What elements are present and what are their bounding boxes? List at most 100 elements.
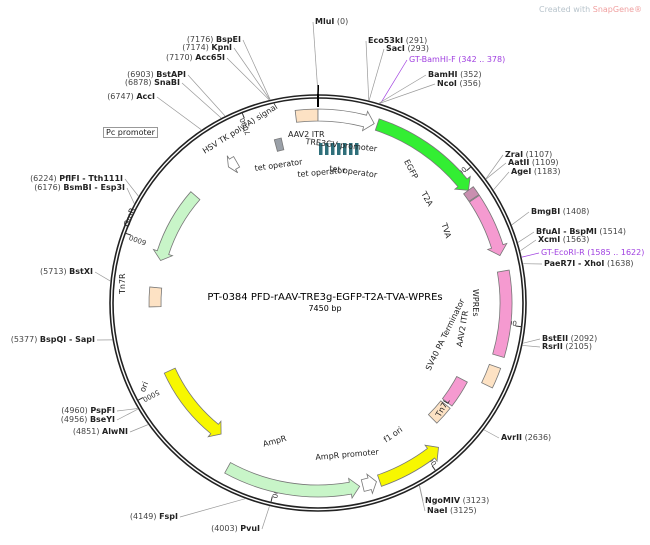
site-name: PaeR7I - XhoI	[544, 259, 605, 268]
restriction-site-label[interactable]: (4149) FspI	[130, 512, 178, 521]
site-position: (4149)	[129, 512, 157, 521]
restriction-site-label[interactable]: XcmI (1563)	[538, 235, 589, 244]
tick-mark	[431, 465, 437, 472]
site-name: PflFI - Tth111I	[59, 174, 123, 183]
site-position: (5713)	[40, 267, 67, 276]
site-position: (4003)	[211, 524, 238, 533]
restriction-site-label[interactable]: (4003) PvuI	[211, 524, 260, 533]
site-position: (1563)	[562, 235, 590, 244]
restriction-site-label[interactable]: AgeI (1183)	[511, 167, 560, 176]
restriction-site-label[interactable]: MluI (0)	[315, 17, 348, 26]
site-position: (4851)	[72, 427, 100, 436]
plasmid-name: PT-0384 PFD-rAAV-TRE3g-EGFP-T2A-TVA-WPRE…	[207, 292, 443, 303]
site-name: BstAPI	[156, 70, 186, 79]
site-leader-line	[181, 82, 222, 119]
site-leader-line	[242, 39, 271, 100]
site-position: (1107)	[525, 150, 553, 159]
restriction-site-label[interactable]: BamHI (352)	[428, 70, 482, 79]
site-name: NcoI	[437, 79, 457, 88]
site-name: AccI	[136, 92, 155, 101]
restriction-site-label[interactable]: SacI (293)	[386, 44, 429, 53]
site-name: BsmBI - Esp3I	[63, 183, 125, 192]
site-leader-line	[179, 498, 245, 518]
restriction-site-label[interactable]: (6878) SnaBI	[125, 78, 180, 87]
site-position: (352)	[460, 70, 482, 79]
feature-tn7l	[427, 400, 451, 424]
tet-operator-mark	[319, 143, 323, 155]
site-name: GT-BamHI-F	[409, 55, 456, 64]
restriction-site-label[interactable]: (6903) BstAPI	[127, 70, 186, 79]
restriction-site-label[interactable]: NcoI (356)	[437, 79, 481, 88]
primer-label[interactable]: GT-EcoRI-R (1585 .. 1622)	[541, 248, 644, 257]
tet-operator-mark	[337, 143, 341, 155]
restriction-site-label[interactable]: ZraI (1107)	[505, 150, 552, 159]
primer-label[interactable]: GT-BamHI-F (342 .. 378)	[409, 55, 505, 64]
site-leader-line	[511, 211, 530, 226]
site-position: (7176)	[186, 35, 214, 44]
restriction-site-label[interactable]: AvrII (2636)	[501, 433, 551, 442]
site-position: (3123)	[462, 496, 490, 505]
site-name: PvuI	[240, 524, 260, 533]
site-position: (1183)	[533, 167, 561, 176]
restriction-site-label[interactable]: (7170) Acc65I	[166, 53, 225, 62]
watermark-brand: SnapGene®	[592, 5, 642, 14]
watermark-text: Created with	[539, 5, 593, 14]
feature-ampr	[224, 462, 361, 500]
site-position: (2105)	[565, 342, 592, 351]
restriction-site-label[interactable]: (7174) KpnI	[182, 43, 232, 52]
site-position: (1408)	[562, 207, 590, 216]
site-leader-line	[418, 485, 426, 512]
feature-t2a	[463, 186, 480, 202]
site-leader-line	[485, 154, 504, 179]
restriction-site-label[interactable]: (5377) BspQI - SapI	[11, 335, 95, 344]
site-name: GT-EcoRI-R	[541, 248, 585, 257]
site-position: (6878)	[124, 78, 152, 87]
site-leader-line	[312, 21, 319, 95]
site-name: MluI	[315, 17, 335, 26]
site-name: BfuAI - BspMI	[536, 227, 597, 236]
site-name: SnaBI	[154, 78, 180, 87]
tick-mark	[125, 232, 132, 236]
site-position: (291)	[405, 36, 428, 45]
restriction-site-label[interactable]: (4960) PspFI	[61, 406, 115, 415]
restriction-site-label[interactable]: RsrII (2105)	[542, 342, 592, 351]
site-leader-line	[94, 271, 111, 282]
site-leader-line	[156, 96, 202, 130]
feature-ampr-promoter	[360, 473, 377, 495]
restriction-site-label[interactable]: NaeI (3125)	[427, 506, 477, 515]
restriction-site-label[interactable]: PaeR7I - XhoI (1638)	[544, 259, 634, 268]
restriction-site-label[interactable]: BstEII (2092)	[542, 334, 597, 343]
restriction-site-label[interactable]: (6747) AccI	[107, 92, 155, 101]
tet-operator-mark	[355, 143, 359, 155]
site-position: (7174)	[182, 43, 209, 52]
site-position: (5377)	[10, 335, 38, 344]
site-leader-line	[226, 57, 270, 101]
restriction-site-label[interactable]: BfuAI - BspMI (1514)	[536, 227, 626, 236]
restriction-site-label[interactable]: (7176) BspEI	[187, 35, 241, 44]
restriction-site-label[interactable]: (5713) BstXI	[40, 267, 93, 276]
feature-sv40-pa-terminator	[441, 375, 468, 407]
tick-label: 6000	[128, 233, 147, 247]
site-name: AatII	[508, 158, 530, 167]
restriction-site-label[interactable]: (4851) AlwNI	[73, 427, 128, 436]
restriction-site-label[interactable]: (6176) BsmBI - Esp3I	[34, 183, 125, 192]
restriction-site-label[interactable]: Eco53kI (291)	[368, 36, 427, 45]
site-leader-line	[523, 338, 541, 344]
restriction-site-label[interactable]: (6224) PflFI - Tth111I	[30, 174, 123, 183]
site-leader-line	[380, 59, 408, 104]
restriction-site-label[interactable]: NgoMIV (3123)	[425, 496, 489, 505]
restriction-site-label[interactable]: (4956) BseYI	[61, 415, 115, 424]
feature-ori	[163, 367, 222, 438]
site-name: AvrII	[501, 433, 523, 442]
feature-hsv-tk-poly-a-signal	[226, 155, 241, 174]
feature-aav2-itr	[294, 108, 319, 123]
site-name: FspI	[159, 512, 178, 521]
feature-tre3gv-promoter	[317, 108, 375, 132]
restriction-site-label[interactable]: AatII (1109)	[508, 158, 559, 167]
site-position: (2636)	[524, 433, 552, 442]
restriction-site-label[interactable]: BmgBI (1408)	[531, 207, 589, 216]
tick-mark	[241, 112, 245, 119]
site-position: (3125)	[450, 506, 477, 515]
